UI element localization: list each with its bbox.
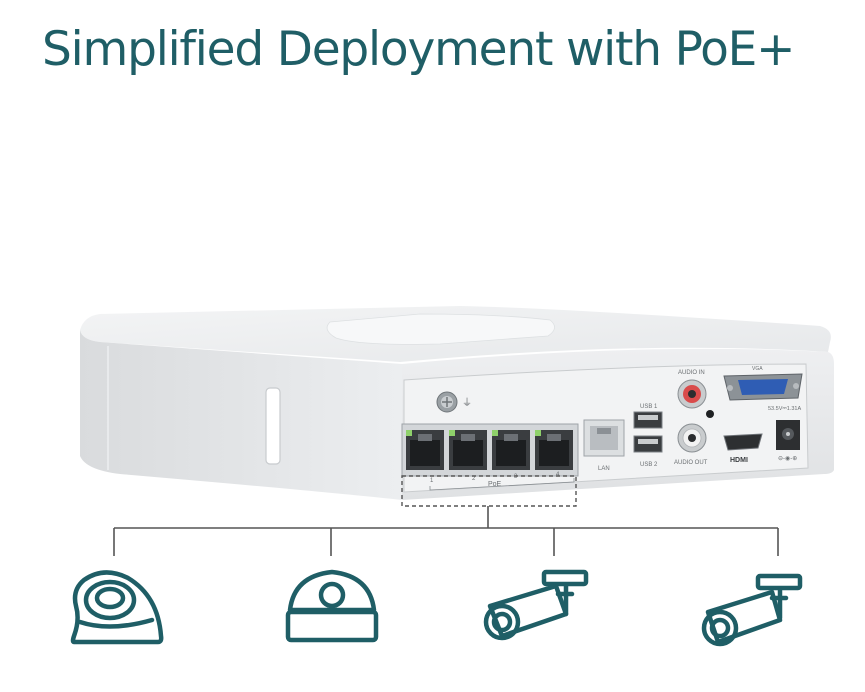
dome-camera-icon	[285, 569, 379, 643]
audio-out-jack[interactable]	[677, 423, 707, 453]
nvr-top-label	[326, 313, 555, 345]
poe-port-3[interactable]	[492, 430, 530, 470]
poe-port-2[interactable]	[449, 430, 487, 470]
vga-port[interactable]	[723, 373, 803, 401]
connector-lines	[113, 506, 779, 556]
indicator-hole	[706, 410, 714, 418]
hdmi-port[interactable]	[723, 433, 763, 451]
bullet-camera-icon	[701, 573, 803, 647]
power-polarity-symbol: ⊖-◉-⊕	[778, 456, 797, 462]
vga-label: VGA	[752, 366, 763, 372]
ground-symbol: ⏚	[462, 397, 472, 409]
usb1-label: USB 1	[640, 404, 658, 410]
poe-port-number-2: 2	[472, 476, 476, 482]
nvr-side-vent	[265, 387, 281, 465]
poe-port-number-3: 3	[514, 474, 518, 480]
bullet-camera-icon	[483, 569, 589, 641]
poe-highlight-box	[401, 475, 577, 507]
usb1-port[interactable]	[633, 411, 663, 429]
audio-out-label: AUDIO OUT	[674, 460, 708, 466]
poe-port-number-1: 1	[430, 478, 434, 484]
poe-port-1[interactable]	[406, 430, 444, 470]
nvr-device: ⏚	[80, 306, 834, 507]
usb2-port[interactable]	[633, 435, 663, 453]
power-rating-label: 53.5V⎓1.31A	[768, 406, 801, 412]
poe-label: PoE	[488, 481, 502, 488]
page-title: Simplified Deployment with PoE+	[42, 22, 796, 77]
usb2-label: USB 2	[640, 462, 658, 468]
turret-camera-icon	[70, 570, 164, 645]
dc-power-jack[interactable]	[776, 420, 800, 450]
lan-port[interactable]	[583, 419, 625, 457]
ground-screw: ⏚	[436, 391, 472, 413]
lan-label: LAN	[598, 466, 610, 472]
poe-port-group: 1 2 3 4 PoE	[401, 423, 579, 491]
poe-port-4[interactable]	[535, 430, 573, 470]
hdmi-label: HDMI	[730, 457, 748, 464]
poe-port-number-4: 4	[556, 472, 560, 478]
audio-in-jack[interactable]	[677, 379, 707, 409]
nvr-left-side	[80, 330, 402, 500]
audio-in-label: AUDIO IN	[678, 370, 705, 376]
